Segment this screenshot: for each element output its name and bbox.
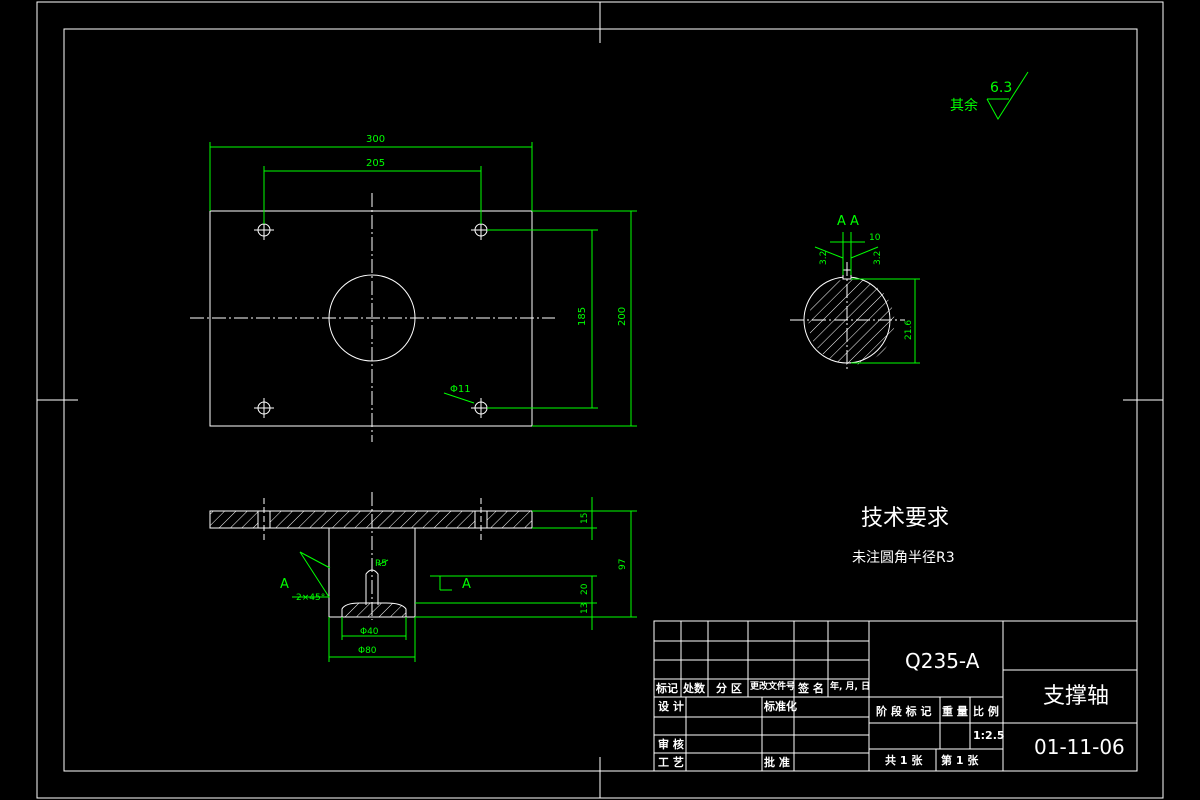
tech-requirements-note: 未注圆角半径R3 (852, 550, 955, 566)
drawing-frame (36, 1, 1164, 799)
scale-value: 1:2.5 (973, 729, 1005, 742)
role-approve: 批 准 (764, 756, 790, 769)
drawing-number: 01-11-06 (1034, 735, 1125, 759)
sheet-current: 第 1 张 (941, 754, 979, 767)
plan-view: 300 205 185 200 Φ11 (190, 134, 637, 442)
dim-plate-thickness: 15 (580, 513, 590, 524)
role-design: 设 计 (658, 700, 684, 713)
dim-overall-height: 200 (617, 307, 628, 326)
role-review: 审 核 (658, 738, 684, 751)
roughness-value: 6.3 (990, 80, 1012, 96)
dim-base-thickness: 13 (580, 603, 590, 614)
dim-phi-b: Φ80 (358, 646, 377, 656)
section-a-a-view: A A 10 3.2 3.2 21.6 (790, 214, 920, 372)
meta-weight: 重 量 (942, 705, 968, 718)
sheet-total: 共 1 张 (885, 754, 923, 767)
plan-dimensions (209, 142, 637, 427)
part-name: 支撑轴 (1043, 684, 1110, 709)
key-width-dim: 10 (869, 233, 881, 243)
role-standardization: 标准化 (764, 700, 797, 713)
roughness-label: 其余 (950, 97, 978, 114)
depth-dim: 21.6 (904, 320, 914, 340)
header-count: 处数 (683, 682, 705, 695)
section-label: A A (837, 214, 859, 229)
dim-r5: R5 (375, 559, 387, 569)
dim-hole-spacing-v: 185 (577, 307, 588, 326)
dim-shaft-offset: 20 (580, 583, 590, 595)
section-mark-left: A (280, 577, 289, 592)
meta-stage: 阶 段 标 记 (876, 705, 932, 718)
header-change-doc: 更改文件号 (750, 682, 796, 692)
role-process: 工 艺 (658, 756, 684, 769)
dim-total-height: 97 (618, 559, 628, 570)
left-dim: 3.2 (819, 251, 829, 265)
right-dim: 3.2 (873, 251, 883, 265)
dim-chamfer: 2×45° (296, 593, 325, 603)
header-date: 年, 月, 日 (830, 682, 871, 692)
dim-hole-spacing: 205 (366, 158, 385, 169)
roughness-symbol: 其余 6.3 (950, 71, 1029, 120)
side-view: 15 97 20 13 2×45° R5 Φ40 Φ80 A A (209, 492, 637, 662)
header-mark: 标记 (656, 682, 678, 695)
meta-scale: 比 例 (973, 705, 999, 718)
dim-hole-label: Φ11 (450, 384, 471, 395)
tech-requirements-title: 技术要求 (861, 506, 950, 531)
header-signature: 签 名 (798, 682, 824, 695)
side-dims (292, 497, 637, 662)
section-mark-right: A (462, 577, 471, 592)
title-block (653, 620, 1138, 772)
dim-overall-width: 300 (366, 134, 385, 145)
header-zone: 分 区 (716, 682, 742, 695)
section-dims (814, 232, 920, 364)
dim-phi-a: Φ40 (360, 627, 379, 637)
material-label: Q235-A (905, 649, 980, 673)
